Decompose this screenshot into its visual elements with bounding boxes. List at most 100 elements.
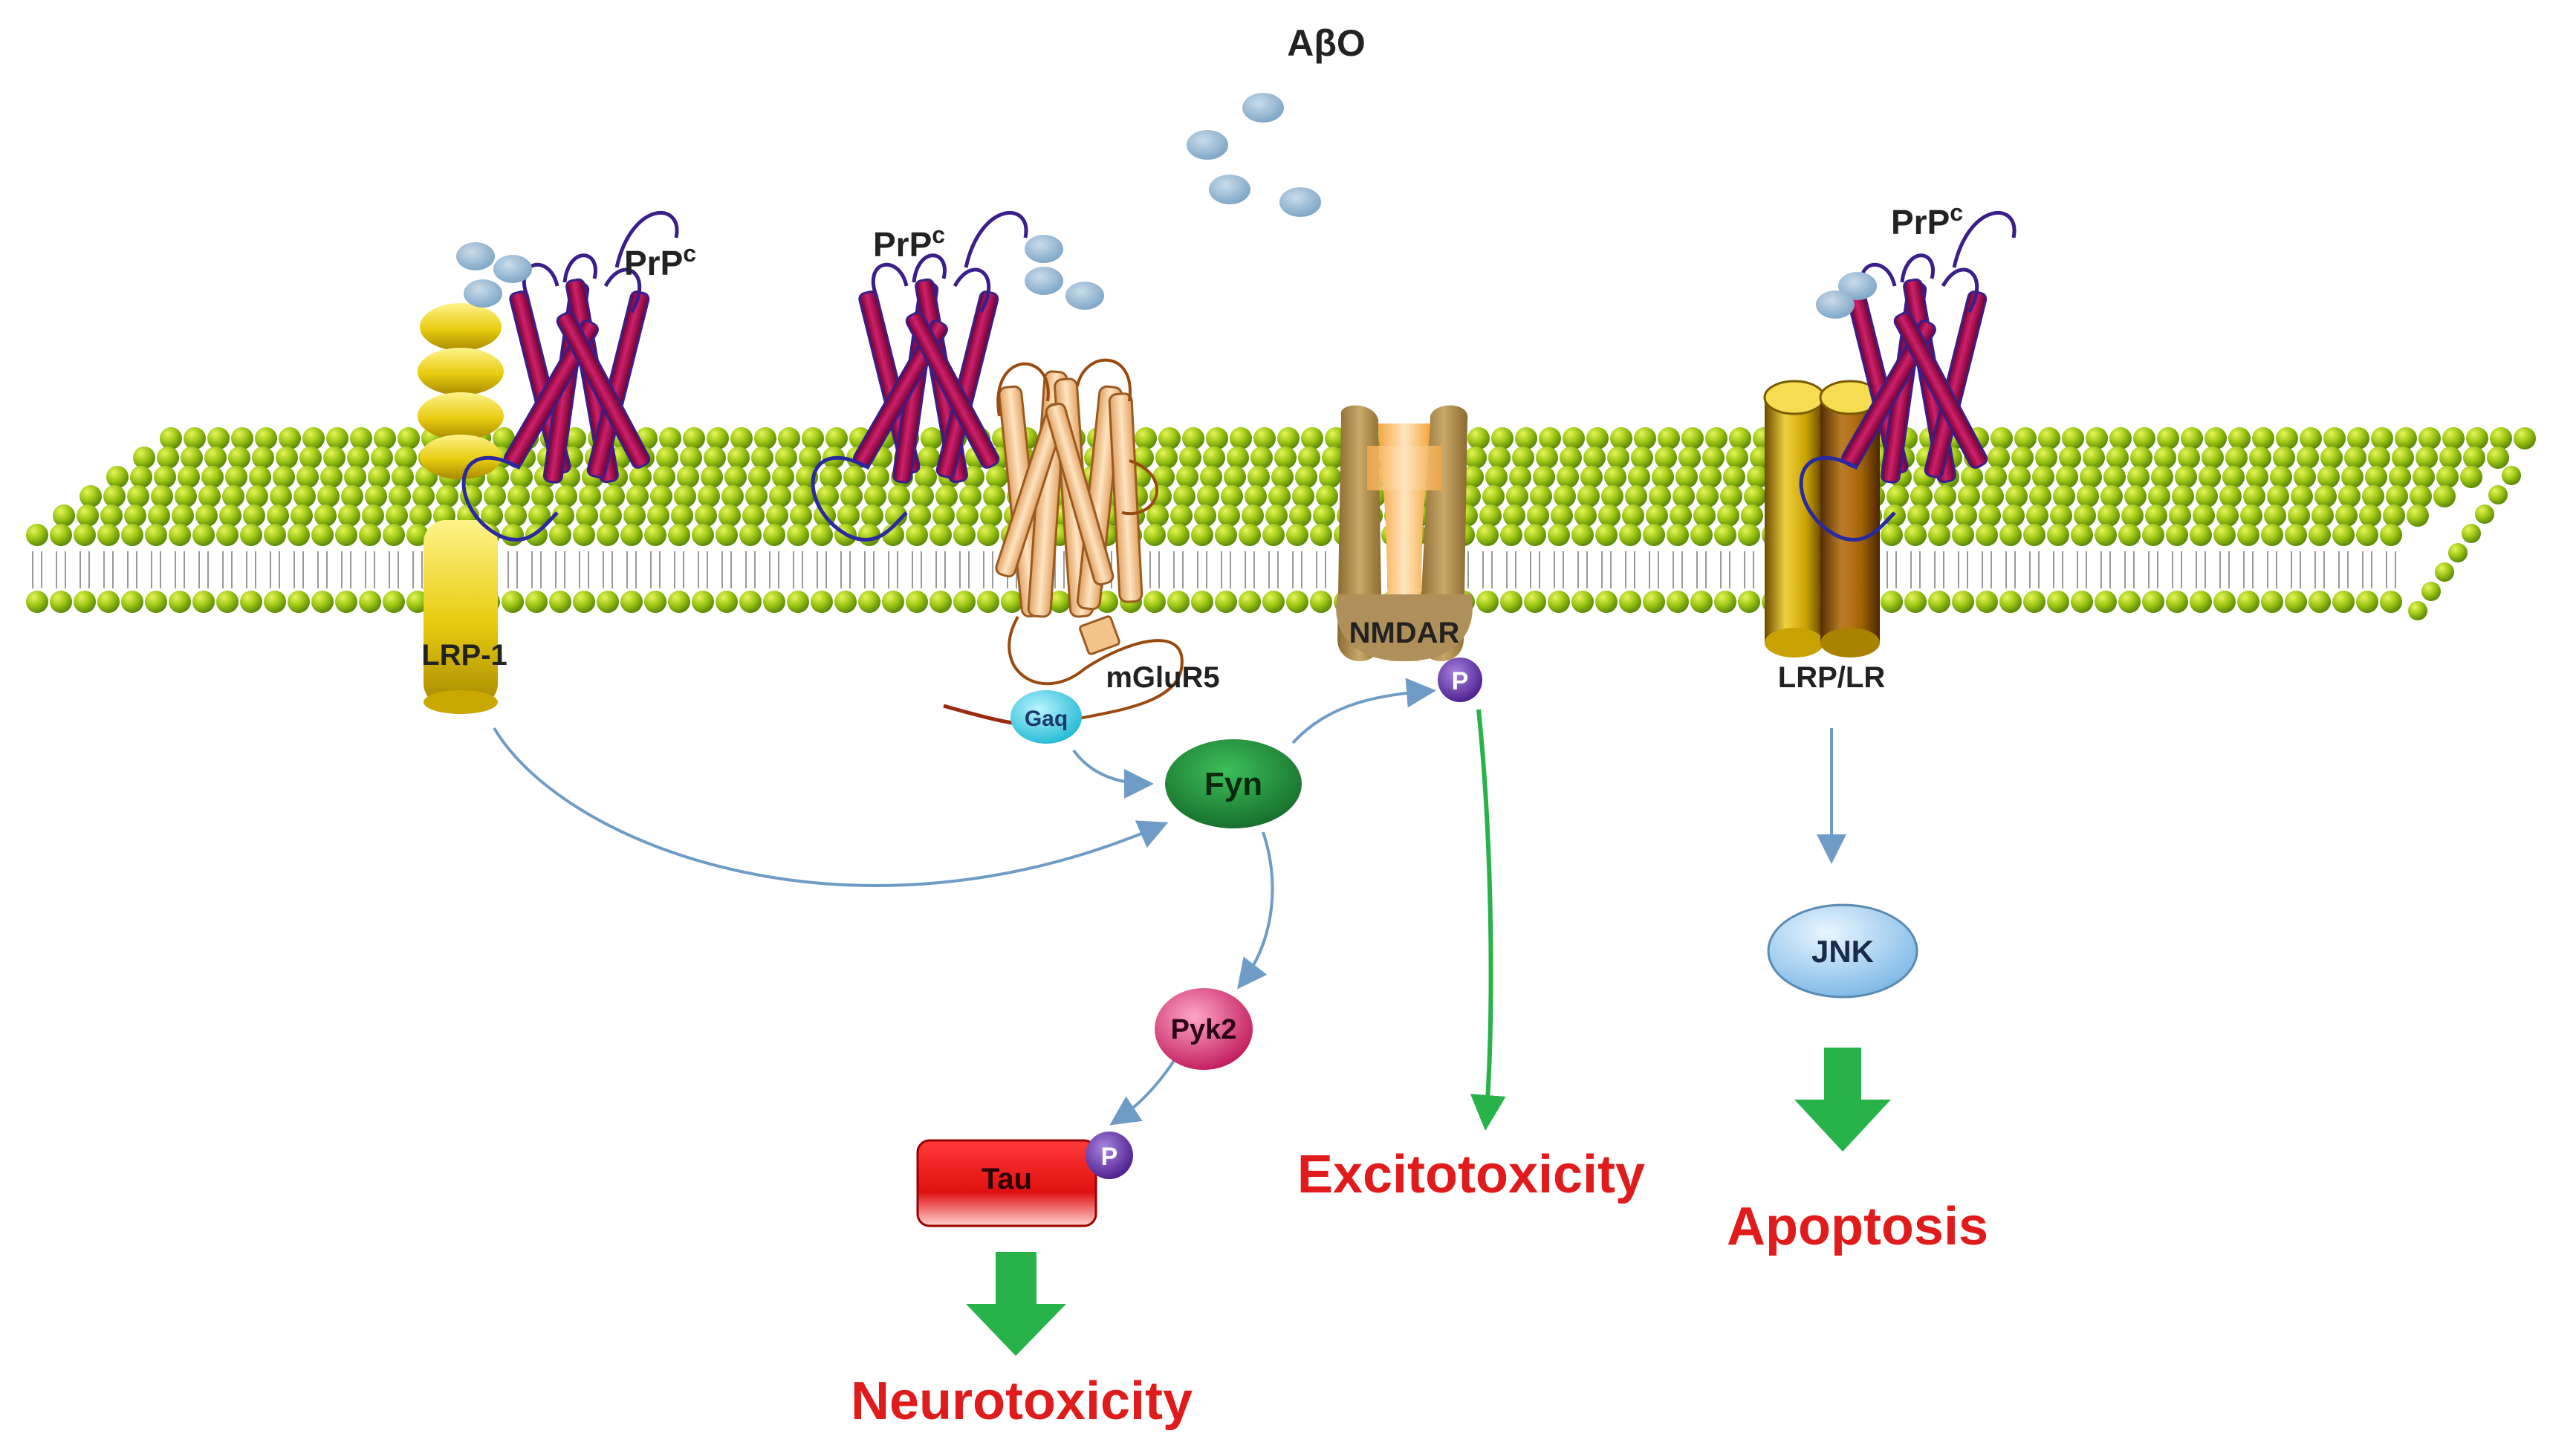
lipid-head-bead xyxy=(1571,591,1594,613)
lipid-head-bead xyxy=(192,591,215,613)
lipid-head-bead xyxy=(1191,524,1213,546)
lipid-head-bead xyxy=(1958,485,1980,507)
lipid-head-bead xyxy=(2347,427,2369,449)
lrp1-label: LRP-1 xyxy=(421,639,507,672)
lipid-head-bead xyxy=(864,485,886,507)
lipid-head-bead xyxy=(2338,485,2361,507)
lipid-head-bead xyxy=(962,466,984,488)
lipid-head-bead xyxy=(799,447,821,469)
lipid-head-bead xyxy=(1655,447,1677,469)
signaling-arrows xyxy=(493,678,1846,1126)
lipid-head-bead xyxy=(620,524,643,546)
lipid-head-bead xyxy=(204,447,227,469)
lipid-head-bead xyxy=(1934,485,1956,507)
lipid-head-bead xyxy=(26,591,48,613)
lipid-head-bead xyxy=(53,504,75,527)
lipid-head-bead xyxy=(1744,485,1766,507)
lipid-head-bead xyxy=(181,447,203,469)
prpc-protein-left xyxy=(461,211,679,542)
lipid-head-bead xyxy=(2442,427,2465,449)
lipid-head-bead xyxy=(2106,447,2129,469)
lipid-head-bead xyxy=(2249,447,2271,469)
lipid-head-bead xyxy=(2291,485,2313,507)
lipid-head-bead xyxy=(160,427,182,449)
lipid-head-bead xyxy=(2490,427,2512,449)
lipid-head-bead xyxy=(1271,466,1294,488)
lipid-head-bead xyxy=(2392,447,2414,469)
abo-oligomer-cluster xyxy=(1187,93,1321,217)
lipid-head-bead xyxy=(2193,504,2215,527)
lipid-head-bead xyxy=(2365,466,2387,488)
lipid-head-bead xyxy=(956,504,979,527)
lipid-head-bead xyxy=(1738,524,1760,546)
lipid-head-bead xyxy=(2190,524,2212,546)
lipid-head-bead xyxy=(326,427,348,449)
lipid-head-bead xyxy=(1001,591,1023,613)
lipid-head-bead xyxy=(674,485,696,507)
lipid-head-bead xyxy=(671,504,693,527)
prpc-label-center: PrPc xyxy=(873,221,945,264)
lipid-head-bead xyxy=(1488,447,1511,469)
lipid-head-bead xyxy=(1907,504,1930,527)
lipid-head-bead xyxy=(240,591,262,613)
lipid-head-bead xyxy=(1524,524,1546,546)
lipid-head-bead xyxy=(2228,427,2251,449)
lipid-head-bead xyxy=(1503,504,1525,527)
lipid-head-bead xyxy=(1904,591,1927,613)
lipid-head-bead xyxy=(2261,591,2283,613)
lipid-head-bead xyxy=(314,504,337,527)
lipid-head-bead xyxy=(2294,466,2316,488)
lipid-head-bead xyxy=(347,447,369,469)
apoptosis-label: Apoptosis xyxy=(1727,1197,1988,1256)
lipid-head-bead xyxy=(2199,466,2221,488)
lipid-head-bead xyxy=(1530,485,1552,507)
lipid-head-bead xyxy=(2475,504,2494,524)
lipid-head-bead xyxy=(2410,485,2432,507)
lipid-head-bead xyxy=(1717,504,1739,527)
lipid-head-bead xyxy=(2368,447,2390,469)
lipid-head-bead xyxy=(2011,447,2034,469)
lipid-head-bead xyxy=(2341,466,2364,488)
lipid-head-bead xyxy=(184,427,206,449)
prpc-label-right: PrPc xyxy=(1891,199,1963,241)
lipid-head-bead xyxy=(1690,591,1713,613)
lipid-head-bead xyxy=(121,524,143,546)
lipid-head-bead xyxy=(264,591,286,613)
lipid-head-bead xyxy=(2103,466,2126,488)
lipid-head-bead xyxy=(2002,504,2025,527)
lipid-head-bead xyxy=(279,427,301,449)
lipid-head-bead xyxy=(1976,524,1998,546)
abo-bound-cluster-right xyxy=(1816,272,1877,319)
lipid-head-bead xyxy=(1551,504,1573,527)
lipid-head-bead xyxy=(918,447,940,469)
lipid-head-bead xyxy=(169,591,191,613)
lipid-head-bead xyxy=(2311,504,2334,527)
lipid-head-bead xyxy=(1577,485,1600,507)
lipid-head-bead xyxy=(825,427,848,449)
lipid-head-bead xyxy=(549,524,571,546)
lipid-head-bead xyxy=(2288,504,2310,527)
lipid-head-bead xyxy=(1738,591,1760,613)
lipid-head-bead xyxy=(1215,524,1237,546)
arrow-nmdar-to-excitotoxicity xyxy=(1470,709,1506,1131)
lipid-head-bead xyxy=(730,427,753,449)
lipid-head-bead xyxy=(2095,591,2117,613)
prpc-helix-segment xyxy=(905,311,1000,469)
lipid-head-bead xyxy=(1999,524,2022,546)
lipid-head-bead xyxy=(409,504,432,527)
lipid-head-bead xyxy=(775,447,797,469)
lipid-head-bead xyxy=(2264,504,2286,527)
lipid-head-bead xyxy=(383,591,405,613)
lipid-head-bead xyxy=(2309,591,2331,613)
lipid-head-bead xyxy=(1979,504,2001,527)
pyk2-label: Pyk2 xyxy=(1171,1014,1237,1045)
lipid-head-bead xyxy=(1512,447,1534,469)
abo-bound-cluster-left xyxy=(456,242,532,308)
lipid-head-bead xyxy=(487,466,509,488)
lipid-head-bead xyxy=(249,466,271,488)
lipid-head-bead xyxy=(288,591,310,613)
tau-protein: Tau xyxy=(916,1139,1097,1227)
lipid-head-bead xyxy=(888,485,910,507)
lipid-head-bead xyxy=(1955,504,1977,527)
lipid-head-bead xyxy=(2142,591,2164,613)
